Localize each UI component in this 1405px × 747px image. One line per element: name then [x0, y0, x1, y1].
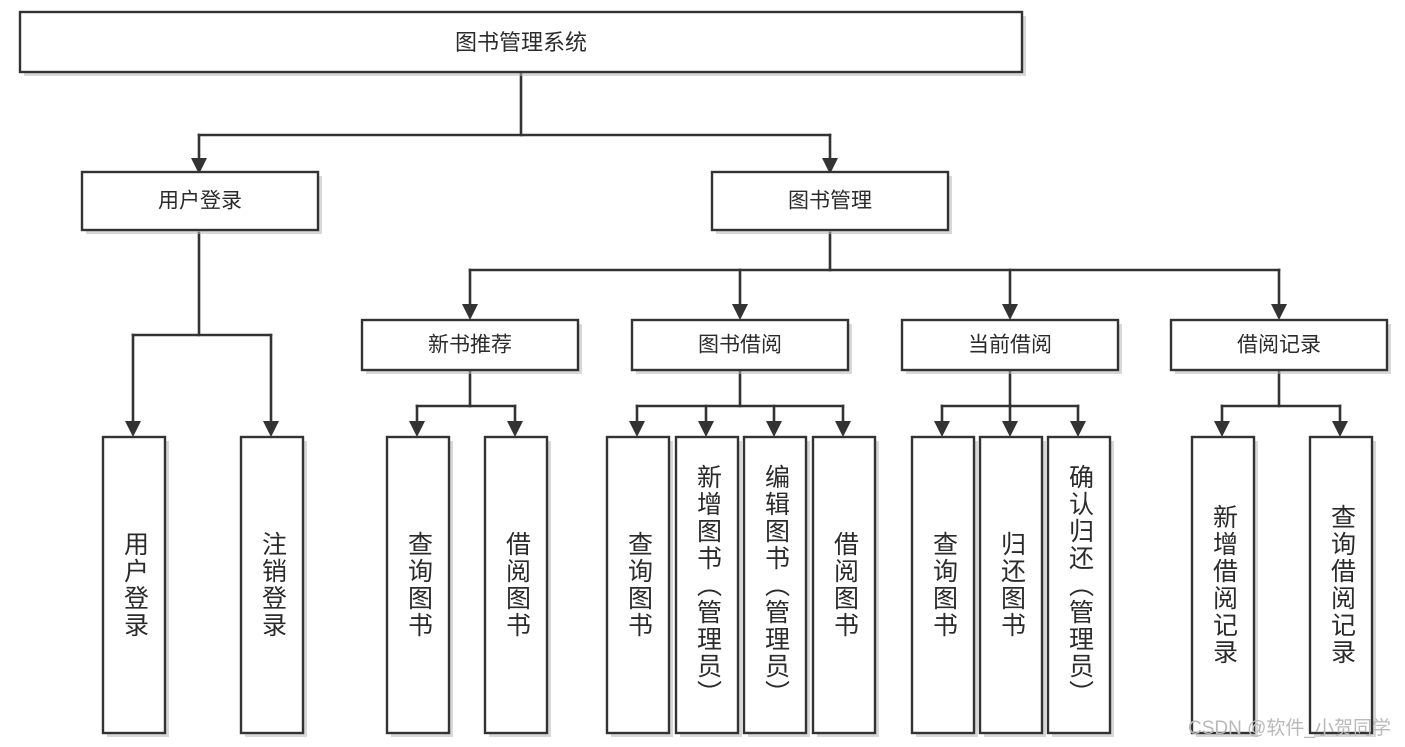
node-box-book-borrow[interactable]	[630, 318, 850, 372]
label-book-management: 图书管理	[788, 190, 872, 213]
node-box-borrow-records[interactable]	[1169, 318, 1389, 372]
arrow-to-new-book	[462, 304, 478, 320]
arrow-leaf-new-book-0	[409, 421, 425, 437]
arrow-leaf-book-borrow-1	[698, 421, 714, 437]
node-box-user-login[interactable]	[80, 170, 320, 232]
label-current-borrow: 当前借阅	[968, 334, 1052, 357]
arrow-leaf-user-login-0	[125, 421, 141, 437]
label-user-login: 用户登录	[158, 190, 242, 213]
arrow-leaf-new-book-1	[507, 421, 523, 437]
leaf-box-book-borrow-0[interactable]	[605, 435, 671, 735]
arrow-leaf-current-borrow-1	[1002, 421, 1018, 437]
node-box-new-book-recommend[interactable]	[360, 318, 580, 372]
label-book-borrow: 图书借阅	[698, 334, 782, 357]
arrow-leaf-book-borrow-2	[766, 421, 782, 437]
arrow-leaf-borrow-records-0	[1214, 421, 1230, 437]
node-box-book-management[interactable]	[710, 170, 950, 232]
leaf-box-current-borrow-1[interactable]	[978, 435, 1044, 735]
label-new-book-recommend: 新书推荐	[428, 334, 512, 357]
leaf-box-new-book-0[interactable]	[385, 435, 451, 735]
leaf-box-book-borrow-3[interactable]	[811, 435, 877, 735]
leaf-box-current-borrow-2[interactable]	[1046, 435, 1112, 735]
leaf-box-user-login-1[interactable]	[239, 435, 305, 735]
label-borrow-records: 借阅记录	[1237, 334, 1321, 357]
csdn-watermark: CSDN @软件_小贺同学	[1188, 718, 1391, 739]
arrow-leaf-current-borrow-0	[934, 421, 950, 437]
arrow-to-book-mgmt	[822, 158, 838, 174]
arrow-leaf-book-borrow-3	[835, 421, 851, 437]
arrow-to-borrow-records	[1271, 304, 1287, 320]
arrow-leaf-borrow-records-1	[1332, 421, 1348, 437]
leaf-box-borrow-records-0[interactable]	[1190, 435, 1256, 735]
arrow-leaf-current-borrow-2	[1070, 421, 1086, 437]
arrow-leaf-book-borrow-0	[629, 421, 645, 437]
leaf-box-borrow-records-1[interactable]	[1308, 435, 1374, 735]
label-root: 图书管理系统	[455, 30, 587, 55]
node-box-root[interactable]	[18, 10, 1024, 74]
connectors-group	[125, 72, 1348, 437]
leaf-box-new-book-1[interactable]	[483, 435, 549, 735]
arrow-to-user-login	[191, 158, 207, 174]
leaf-box-book-borrow-2[interactable]	[742, 435, 808, 735]
leaf-box-user-login-0[interactable]	[101, 435, 167, 735]
leaf-box-current-borrow-0[interactable]	[910, 435, 976, 735]
node-labels-group: 图书管理系统 用户登录 图书管理 新书推荐 图书借阅 当前借阅 借阅记录	[158, 30, 1321, 357]
arrow-to-current-borrow	[1002, 304, 1018, 320]
leaf-box-book-borrow-1[interactable]	[674, 435, 740, 735]
arrow-to-book-borrow	[732, 304, 748, 320]
node-box-current-borrow[interactable]	[900, 318, 1120, 372]
arrow-leaf-user-login-1	[263, 421, 279, 437]
node-boxes-group	[18, 10, 1391, 737]
